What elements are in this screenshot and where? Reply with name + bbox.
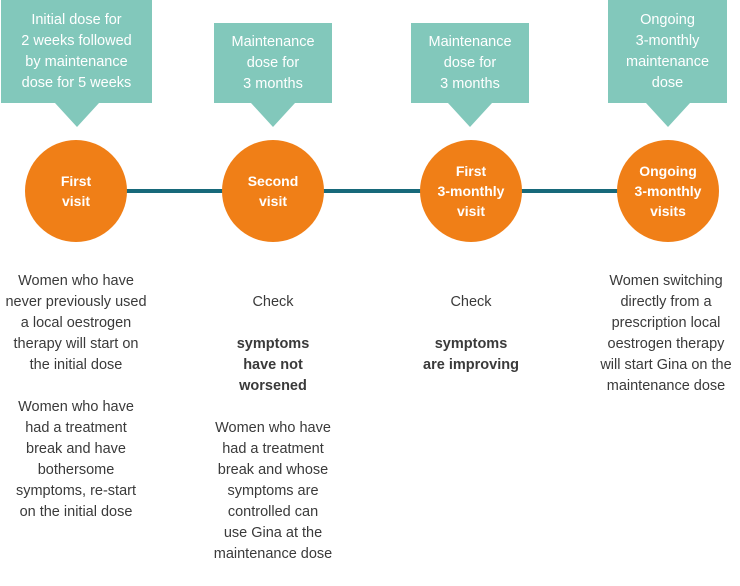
- dose-callout-first-3-monthly-visit: Maintenance dose for 3 months: [411, 23, 529, 127]
- check-criterion: symptoms have not worsened: [236, 336, 310, 394]
- check-criterion: symptoms are improving: [423, 336, 519, 373]
- check-label: Check: [450, 294, 492, 310]
- dose-callout-ongoing-visits: Ongoing 3-monthly maintenance dose: [608, 0, 727, 127]
- visit-circle-second-visit: Second visit: [222, 140, 324, 242]
- check-label: Check: [252, 294, 294, 310]
- dose-callout-first-visit: Initial dose for 2 weeks followed by mai…: [1, 0, 152, 127]
- description-paragraph: Women who have never previously used a l…: [5, 273, 147, 373]
- description-second-visit: Check symptoms have not worsened Women w…: [193, 271, 353, 586]
- description-first-3-monthly-visit: Check symptoms are improving: [391, 271, 551, 397]
- description-paragraph: Women who have had a treatment break and…: [15, 399, 137, 520]
- timeline-line: [76, 189, 660, 193]
- description-first-visit: Women who have never previously used a l…: [0, 271, 156, 544]
- description-ongoing-visits: Women switching directly from a prescrip…: [593, 271, 739, 418]
- description-paragraph: Women who have had a treatment break and…: [213, 420, 333, 562]
- visit-circle-ongoing-visits: Ongoing 3-monthly visits: [617, 140, 719, 242]
- visit-circle-first-3-monthly-visit: First 3-monthly visit: [420, 140, 522, 242]
- dose-callout-second-visit: Maintenance dose for 3 months: [214, 23, 332, 127]
- description-paragraph: Women switching directly from a prescrip…: [600, 273, 732, 394]
- visit-circle-first-visit: First visit: [25, 140, 127, 242]
